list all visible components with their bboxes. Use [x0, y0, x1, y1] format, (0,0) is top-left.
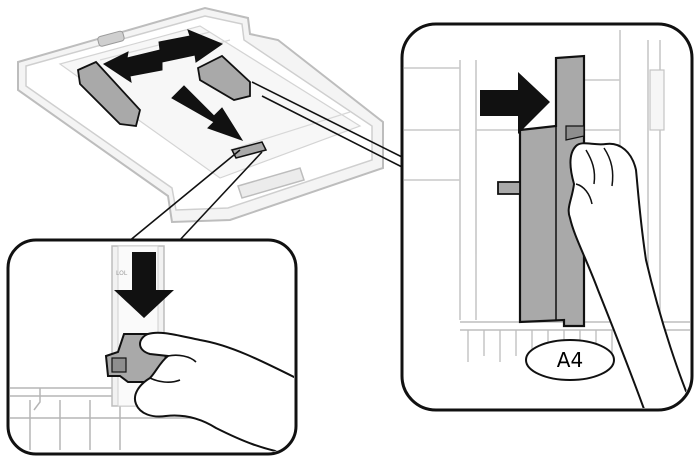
front-guide-zoom-panel: LOL: [6, 238, 298, 456]
double-headed-arrow-icon: [103, 29, 224, 84]
edge-guide-zoom-panel: A4: [400, 22, 694, 412]
right-edge-guide[interactable]: [197, 54, 251, 101]
callout-lines: [127, 81, 405, 243]
hand-icon: [567, 142, 690, 408]
paper-size-label: A4: [557, 348, 583, 372]
edge-guide-bar[interactable]: [518, 54, 586, 328]
diagonal-arrow-icon: [171, 85, 244, 141]
rail-tick-label: LOL: [116, 270, 128, 277]
paper-cassette: [17, 6, 384, 224]
down-arrow-icon: [114, 252, 174, 318]
a4-label-oval: [525, 339, 615, 381]
right-arrow-icon: [480, 72, 550, 134]
left-edge-guide[interactable]: [77, 60, 141, 127]
